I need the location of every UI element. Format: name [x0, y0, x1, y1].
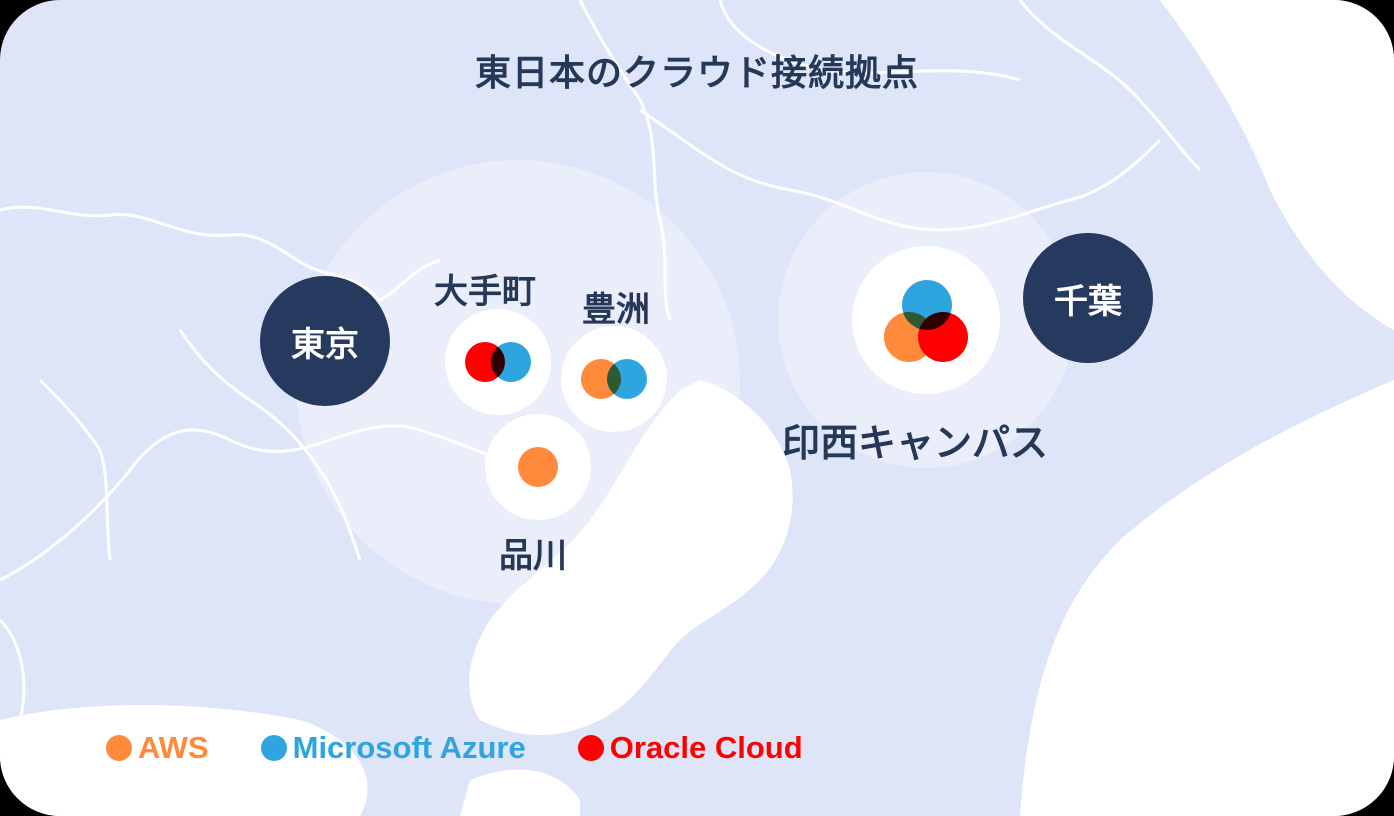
legend-item-oracle: Oracle Cloud	[577, 730, 803, 766]
aws-dot	[518, 447, 558, 487]
azure-legend-dot-icon	[260, 735, 287, 761]
legend-label: Microsoft Azure	[292, 730, 526, 765]
city-label: 東京	[291, 324, 359, 365]
site-label-shinagawa: 品川	[499, 536, 567, 576]
city-marker-chiba: 千葉	[1023, 233, 1153, 363]
site-marker-toyosu[interactable]	[561, 326, 667, 432]
city-label: 千葉	[1054, 281, 1122, 322]
oracle-legend-dot-icon	[577, 735, 604, 761]
azure-dot	[491, 342, 531, 382]
legend-item-azure: Microsoft Azure	[260, 730, 526, 766]
legend-item-aws: AWS	[106, 730, 209, 766]
map-title: 東日本のクラウド接続拠点	[474, 53, 919, 94]
legend: AWS Microsoft Azure Oracle Cloud	[106, 730, 855, 766]
oracle-dot	[918, 312, 968, 362]
site-label-inzai: 印西キャンパス	[782, 421, 1049, 465]
site-marker-otemachi[interactable]	[445, 309, 551, 415]
city-marker-tokyo: 東京	[260, 276, 390, 406]
site-label-otemachi: 大手町	[434, 272, 536, 312]
legend-label: AWS	[138, 730, 209, 765]
site-marker-inzai[interactable]	[852, 246, 1000, 394]
azure-dot	[607, 359, 647, 399]
site-label-toyosu: 豊洲	[582, 290, 650, 330]
aws-legend-dot-icon	[106, 735, 132, 761]
site-marker-shinagawa[interactable]	[485, 414, 591, 520]
legend-label: Oracle Cloud	[609, 730, 803, 765]
